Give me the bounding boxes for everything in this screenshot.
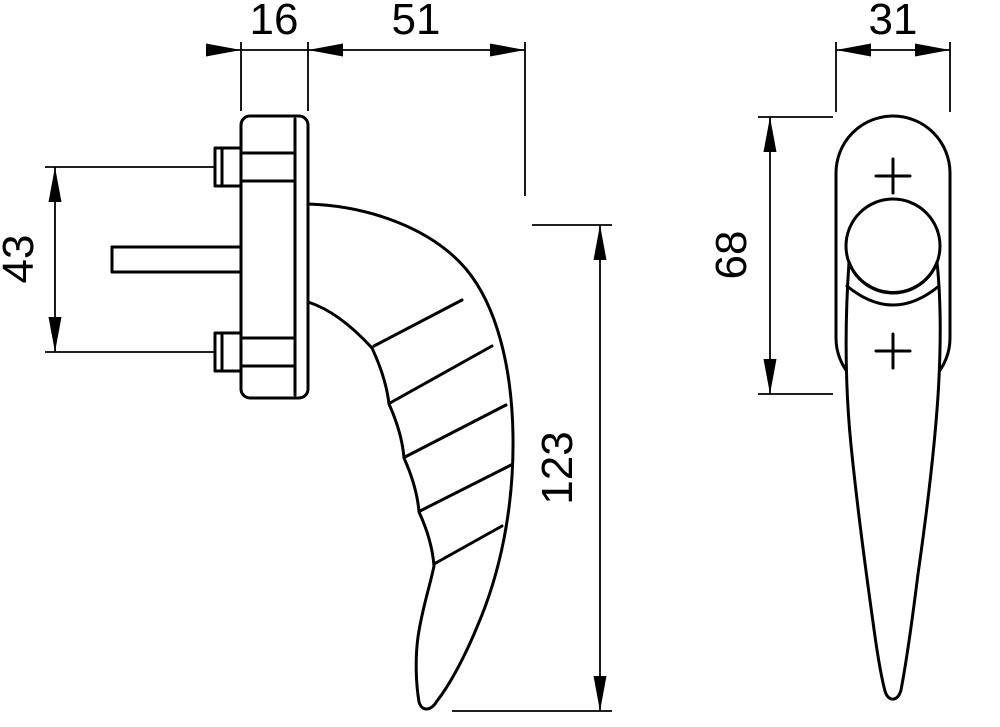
top-screw-cross <box>874 157 912 195</box>
dimension-label-screw-spacing: 43 <box>0 235 43 284</box>
arrowhead-down <box>48 317 62 352</box>
arrowhead-down <box>763 359 777 394</box>
bottom-screw-nut <box>213 331 243 373</box>
backplate-outline <box>239 114 310 400</box>
bottom-screw <box>213 331 243 373</box>
handle-grip-side <box>306 202 515 711</box>
dimension-16-51: 16 51 <box>206 0 526 196</box>
dimension-68: 68 <box>707 116 833 395</box>
arrowhead-right <box>915 43 950 57</box>
arrowhead-up <box>763 117 777 152</box>
dimension-123: 123 <box>452 224 612 712</box>
dimension-43: 43 <box>0 166 215 353</box>
dimension-label-handle-height: 123 <box>533 431 582 504</box>
neck-circle <box>844 197 942 295</box>
dimension-label-rosette-length: 68 <box>707 231 756 280</box>
neck <box>844 197 942 295</box>
bottom-screw-cross <box>874 332 912 370</box>
arrowhead-left <box>836 43 871 57</box>
groove-line <box>388 344 494 405</box>
groove-line <box>372 298 464 348</box>
dimension-label-plate-thickness: 16 <box>250 0 299 44</box>
arrowhead-up <box>48 167 62 202</box>
arrowhead-down <box>593 676 607 711</box>
arrowhead-right <box>206 43 241 57</box>
dimension-31: 31 <box>835 0 951 112</box>
side-view: 16 51 43 123 <box>0 0 612 712</box>
groove-line <box>432 524 504 566</box>
spindle <box>110 245 243 274</box>
arrowhead-up <box>593 225 607 260</box>
dimension-label-handle-width: 31 <box>869 0 918 44</box>
dimension-label-handle-projection: 51 <box>392 0 441 44</box>
top-screw-nut <box>213 146 243 188</box>
handle-front-outline <box>844 260 942 701</box>
groove-line <box>403 403 508 459</box>
handle-side-outline <box>306 202 515 711</box>
arrowhead-right <box>490 43 525 57</box>
handle-grip-front <box>844 260 942 701</box>
top-screw <box>213 146 243 188</box>
finger-grooves <box>372 298 513 566</box>
neck-collar-arc <box>845 284 941 307</box>
groove-line <box>418 463 513 513</box>
front-view: 31 68 <box>707 0 952 701</box>
backplate <box>239 114 310 400</box>
arrowhead-left <box>308 43 343 57</box>
